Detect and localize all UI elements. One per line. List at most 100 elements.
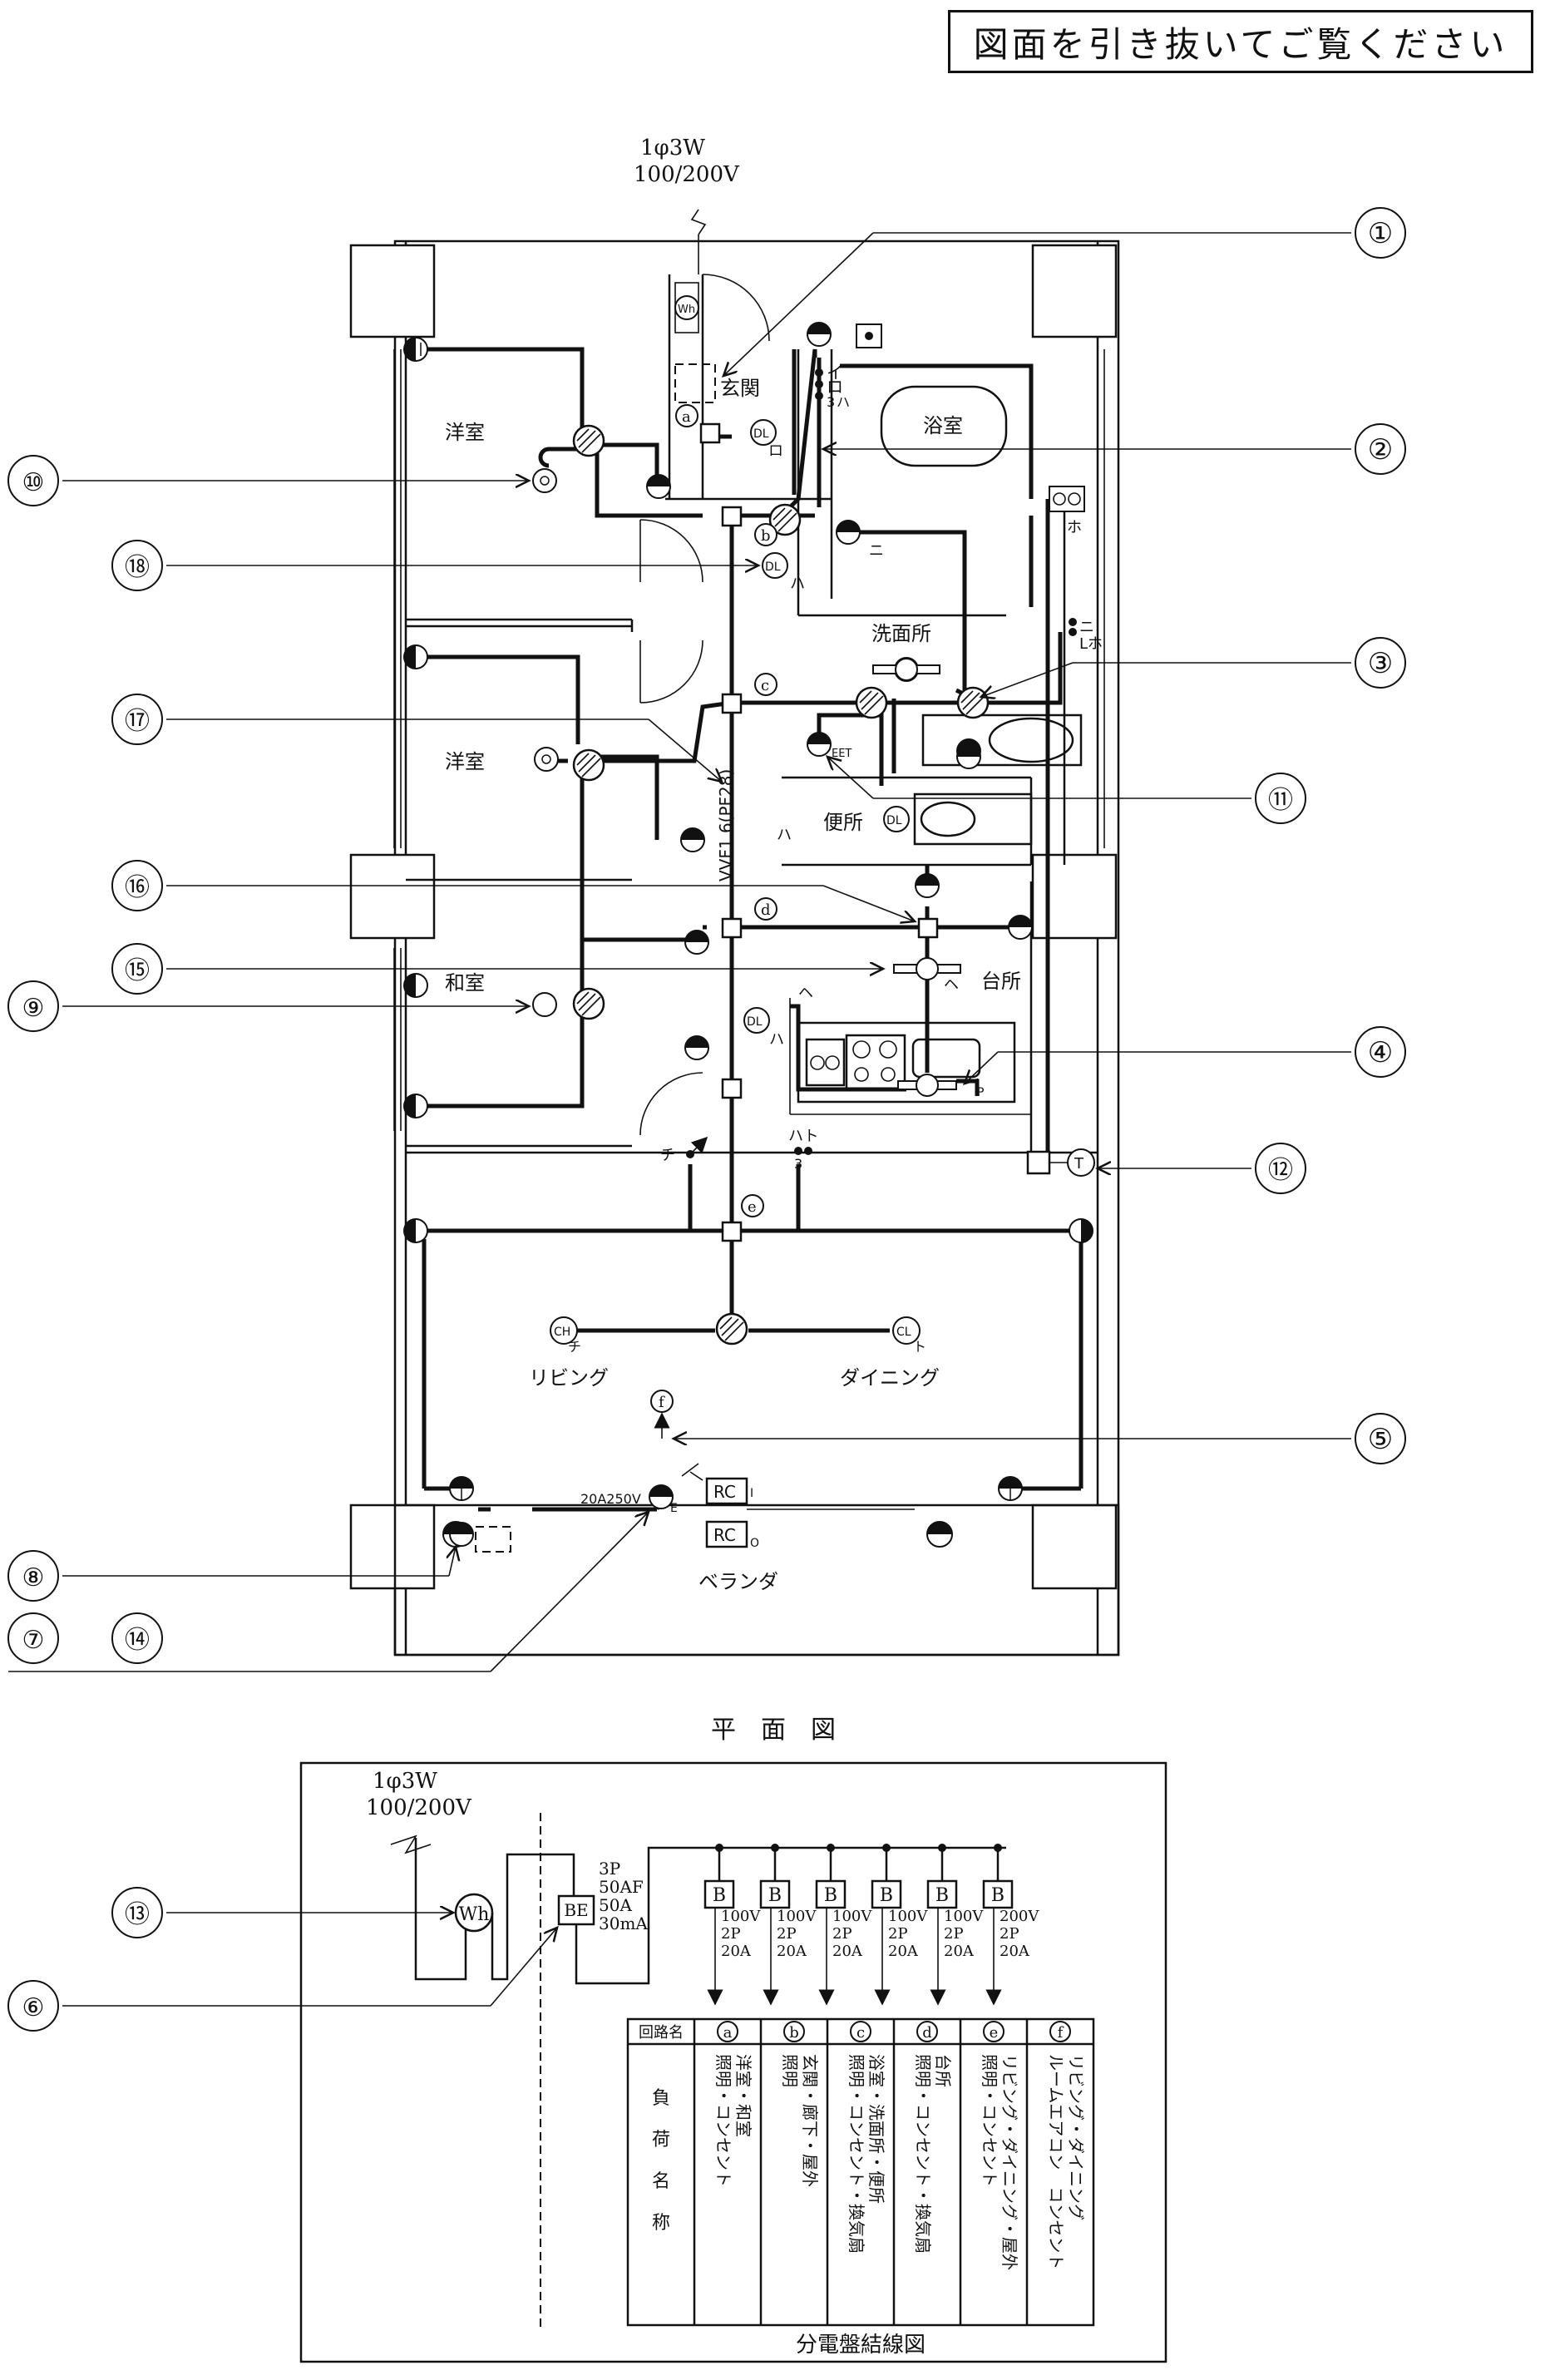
branch-v-5: 200V (1000, 1908, 1039, 1925)
column-mid-left (349, 853, 436, 940)
wall-light-bath (836, 520, 861, 545)
ch-chi-label: チ (568, 1339, 581, 1355)
load-table: a洋室・和室照明・コンセントb玄関・廊下・屋外照明c浴室・洗面所・便所照明・コン… (626, 2017, 1095, 2327)
fan-ho (1049, 486, 1085, 512)
outlet-10 (915, 873, 940, 898)
eet-label: EET (832, 748, 851, 760)
panel-diagram: 1φ3W 100/200V Wh BE 3P 50AF 50A 30mA B10… (299, 1761, 1167, 2363)
supply-wave-top (690, 209, 707, 235)
branch-p-2: 2P (832, 1925, 852, 1943)
callout-6: ⑥ (22, 1993, 45, 2022)
rc-units: RC I RC O 20A250V (475, 1463, 915, 1553)
branch-breaker-3 (871, 1879, 902, 1909)
tv-t-label: T (1074, 1155, 1084, 1173)
cable-label: VVF1.6(PF28) (716, 769, 736, 881)
ceiling-light-3 (572, 987, 605, 1020)
dl-label-1: DL (753, 427, 769, 441)
branch-p-0: 2P (721, 1925, 741, 1943)
outlet-9 (1008, 915, 1033, 940)
door-swing-3 (639, 1072, 703, 1136)
circuit-e-plan: e (748, 1198, 757, 1216)
callout-16: ⑯ (125, 873, 150, 902)
branch-a-5: 20A (1000, 1943, 1030, 1960)
callout-13: ⑬ (125, 1900, 150, 1929)
branch-breaker-4 (926, 1879, 958, 1909)
outlet-13 (1069, 1218, 1093, 1243)
supply-phase-top: 1φ3W (640, 136, 705, 160)
sw-label-i: イ (827, 363, 843, 383)
load-char-1: 負 (652, 2088, 670, 2109)
be-sensitivity: 30mA (599, 1913, 648, 1933)
entrance-door-swing (702, 274, 770, 342)
rc-outdoor-label: RC (713, 1525, 736, 1545)
outlet-14 (449, 1476, 474, 1501)
cl-label: CL (896, 1326, 911, 1339)
outlet-16 (449, 1522, 474, 1547)
rc-indoor-label: RC (713, 1482, 736, 1502)
callout-18: ⑱ (125, 553, 150, 582)
dl-ha-label: ハ (790, 575, 805, 593)
branch-v-0: 100V (721, 1908, 761, 1925)
panel-title: 分電盤結線図 (796, 2333, 926, 2358)
branch-b-label-5: B (991, 1885, 1004, 1906)
room-benjo: 便所 (823, 811, 863, 834)
callout-12: ⑫ (1268, 1156, 1293, 1185)
column-bottom-left (349, 1504, 436, 1590)
veranda-dashed-box (475, 1526, 511, 1553)
fluorescent-kitchen (893, 957, 961, 980)
table-circuit-3: d (922, 2024, 932, 2042)
switches: イ ロ 3 ハ ロ ハ ニ ホ ニ Lホ EET ハ ハ ヘ ヘ P ハト 3 … (568, 363, 1103, 1515)
branch-a-3: 20A (888, 1943, 919, 1960)
load-4-0: リビング・ダイニング・屋外 (1000, 2054, 1019, 2270)
callout-11: ⑪ (1268, 786, 1293, 815)
fluorescent-sink (897, 1074, 957, 1097)
callout-10: ⑩ (22, 468, 45, 497)
callout-17: ⑰ (125, 707, 150, 736)
table-header-label: 回路名 (639, 2024, 684, 2042)
light-o-2 (534, 747, 559, 772)
outlet-rating-label: 20A250V (580, 1491, 641, 1507)
load-3-0: 台所 (933, 2054, 953, 2087)
outdoor-light-entrance (807, 322, 832, 347)
toilet-bowl (920, 801, 976, 837)
downlight-4: DL (743, 1007, 770, 1034)
circuit-a-plan: a (682, 408, 691, 426)
washbasin (988, 717, 1074, 763)
plan-title: 平 面 図 (711, 1716, 836, 1745)
outlet-3 (403, 644, 428, 669)
branch-breaker-2 (815, 1879, 847, 1909)
column-mid-right (1031, 853, 1118, 940)
callouts: ① ② ③ ④ ⑤ ⑪ ⑫ ⑩ ⑱ (7, 207, 1406, 1672)
load-4-1: 照明・コンセント (980, 2054, 1000, 2187)
callout-9: ⑨ (22, 994, 45, 1023)
column-top-right (1031, 244, 1118, 338)
junction-boxes (699, 422, 939, 1242)
dl4-ha-label: ハ (769, 1031, 784, 1049)
load-1-1: 照明 (780, 2054, 800, 2087)
cl-to-label: ト (913, 1339, 926, 1355)
dl-ro-label: ロ (768, 442, 783, 460)
wall-light-toilet (807, 732, 832, 757)
branch-a-0: 20A (721, 1943, 752, 1960)
stove-box (805, 1038, 846, 1087)
load-char-2: 荷 (652, 2130, 670, 2150)
room-living: リビング (529, 1366, 609, 1390)
table-circuit-0: a (723, 2024, 733, 2042)
load-char-4: 称 (652, 2213, 670, 2234)
branch-v-4: 100V (944, 1908, 984, 1925)
callout-15: ⑮ (125, 956, 150, 985)
toilet-ha-label: ハ (777, 827, 792, 844)
branch-a-1: 20A (777, 1943, 807, 1960)
notice-box: 図面を引き抜いてご覧ください (948, 10, 1533, 73)
door-swing-1 (639, 519, 703, 583)
ceiling-light-6 (956, 686, 990, 719)
room-senmenjo: 洗面所 (871, 622, 931, 645)
sink (911, 1038, 981, 1079)
outlet-6 (684, 1035, 709, 1060)
notice-text: 図面を引き抜いてご覧ください (973, 23, 1508, 65)
callout-8: ⑧ (22, 1563, 45, 1592)
branch-p-4: 2P (944, 1925, 964, 1943)
room-daidokoro: 台所 (981, 970, 1021, 993)
ceiling-light-2 (572, 748, 605, 782)
